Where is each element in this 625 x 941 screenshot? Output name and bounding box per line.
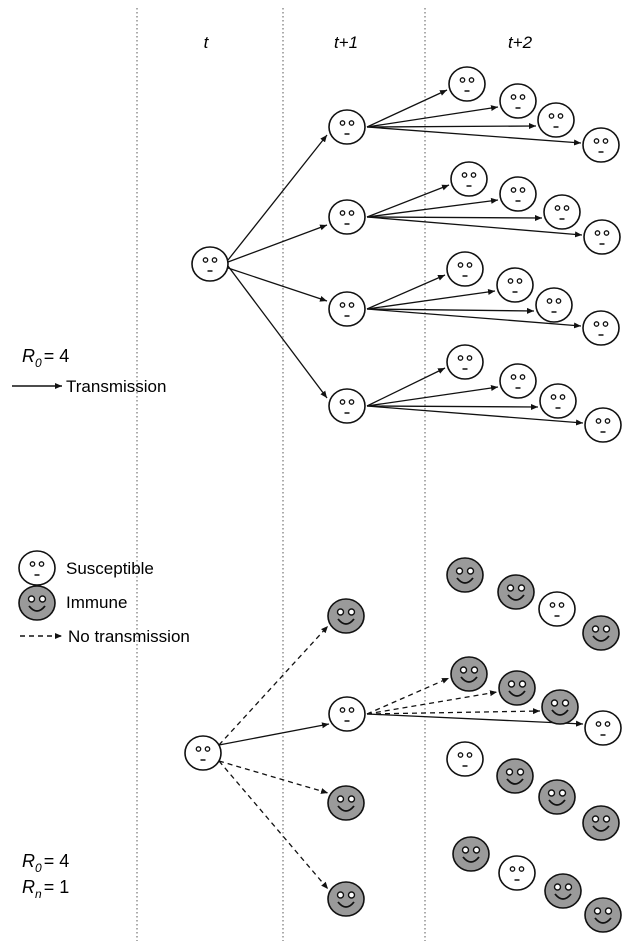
column-header-t-plus-1: t+1 — [334, 33, 358, 52]
transmission-edge — [366, 216, 583, 238]
immune-face — [327, 598, 365, 634]
no-transmission-edge — [218, 760, 329, 794]
immune-face — [541, 689, 579, 725]
immune-face — [497, 574, 535, 610]
susceptible-face — [535, 287, 573, 323]
no-transmission-edge — [366, 708, 541, 715]
susceptible-face — [448, 66, 486, 102]
susceptible-face — [582, 127, 620, 163]
transmission-edge — [366, 405, 584, 426]
immune-face — [327, 881, 365, 917]
no-transmission-legend-label: No transmission — [68, 627, 190, 646]
transmission-edge — [366, 713, 584, 727]
immune-face — [327, 785, 365, 821]
bottom-r0-label: R0= 4 — [22, 851, 69, 875]
immune-face — [446, 557, 484, 593]
column-header-t: t — [204, 33, 210, 52]
susceptible-face — [328, 291, 366, 327]
immune-legend-icon — [18, 585, 56, 621]
top-r0-label: R0= 4 — [22, 346, 69, 370]
immune-face — [582, 615, 620, 651]
susceptible-face — [584, 710, 622, 746]
transmission-edge — [366, 184, 450, 218]
susceptible-face — [543, 194, 581, 230]
transmission-edge — [366, 105, 499, 128]
no-transmission-edge — [366, 690, 498, 715]
transmission-edges — [218, 89, 584, 890]
susceptible-face — [583, 219, 621, 255]
transmission-edge — [366, 385, 499, 407]
susceptible-legend-label: Susceptible — [66, 559, 154, 578]
susceptible-face — [582, 310, 620, 346]
susceptible-root-face — [184, 735, 222, 771]
transmission-edge — [227, 267, 328, 302]
susceptible-face — [328, 388, 366, 424]
susceptible-face — [498, 855, 536, 891]
transmission-edge — [366, 274, 446, 310]
immune-face — [498, 670, 536, 706]
immune-face — [452, 836, 490, 872]
susceptible-face — [446, 251, 484, 287]
susceptible-face — [499, 83, 537, 119]
immune-face — [496, 758, 534, 794]
transmission-edge — [366, 123, 537, 130]
transmission-edge — [366, 307, 535, 314]
susceptible-face — [537, 102, 575, 138]
susceptible-face — [328, 109, 366, 145]
column-header-t-plus-2: t+2 — [508, 33, 533, 52]
transmission-edge — [218, 722, 330, 746]
susceptible-legend-icon — [18, 550, 56, 586]
susceptible-face — [328, 199, 366, 235]
bottom-rn-label: Rn= 1 — [22, 877, 69, 901]
susceptible-face — [328, 696, 366, 732]
susceptible-root-face — [191, 246, 229, 282]
susceptible-face — [446, 344, 484, 380]
transmission-edge — [366, 89, 448, 128]
susceptible-face — [446, 741, 484, 777]
transmission-edge — [366, 126, 582, 146]
susceptible-face — [496, 267, 534, 303]
transmission-edge — [227, 134, 328, 261]
susceptible-face — [539, 383, 577, 419]
transmission-edge — [227, 265, 328, 399]
immune-face — [584, 897, 622, 933]
susceptible-face — [538, 591, 576, 627]
transmission-edge — [366, 308, 582, 329]
susceptible-icon — [18, 550, 56, 586]
immune-face — [582, 805, 620, 841]
susceptible-face — [499, 363, 537, 399]
transmission-edge — [366, 214, 543, 221]
transmission-edge — [366, 403, 539, 410]
susceptible-face — [499, 176, 537, 212]
no-transmission-edge — [218, 760, 329, 890]
column-dividers — [136, 8, 426, 941]
faces — [184, 66, 622, 933]
immune-icon — [18, 585, 56, 621]
transmission-legend-label: Transmission — [66, 377, 166, 396]
susceptible-face — [450, 161, 488, 197]
immune-face — [450, 656, 488, 692]
transmission-edge — [366, 289, 496, 310]
susceptible-face — [584, 407, 622, 443]
immune-legend-label: Immune — [66, 593, 127, 612]
transmission-edge — [366, 197, 499, 218]
no-transmission-edge — [366, 677, 450, 715]
immune-face — [538, 779, 576, 815]
immune-face — [544, 873, 582, 909]
transmission-edge — [227, 224, 328, 263]
transmission-edge — [366, 367, 446, 407]
